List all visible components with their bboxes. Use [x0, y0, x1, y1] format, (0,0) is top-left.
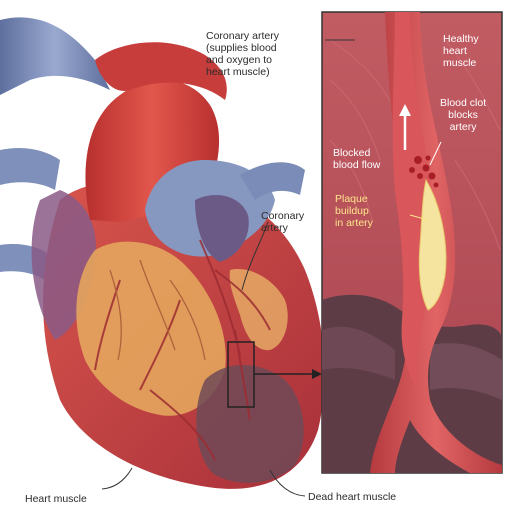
- label-plaque-buildup: Plaque buildup in artery: [335, 193, 373, 229]
- label-heart-muscle: Heart muscle: [25, 493, 87, 505]
- label-healthy-heart-muscle: Healthy heart muscle: [443, 33, 479, 69]
- label-dead-heart-muscle: Dead heart muscle: [308, 491, 396, 503]
- heart-illustration: [0, 17, 324, 489]
- label-blocked-blood-flow: Blocked blood flow: [333, 147, 380, 171]
- label-coronary-artery-side: Coronary artery: [261, 210, 304, 234]
- artery-inset: [322, 12, 502, 473]
- label-blood-clot: Blood clot blocks artery: [440, 97, 486, 133]
- label-coronary-artery-top: Coronary artery (supplies blood and oxyg…: [206, 30, 279, 78]
- vena-cava: [0, 17, 110, 95]
- pulmonary-vein-left: [0, 148, 60, 190]
